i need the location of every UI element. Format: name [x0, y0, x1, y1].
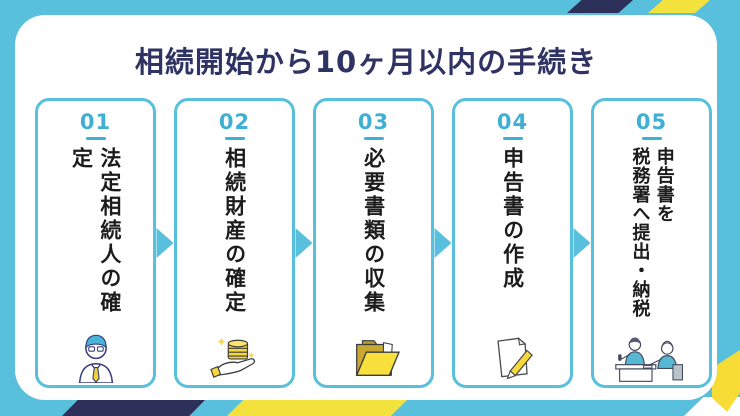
folder-icon [345, 331, 403, 385]
step-number-underline [502, 137, 523, 140]
step-number: 04 [496, 110, 529, 134]
step-number-underline [641, 137, 662, 140]
arrow-right-icon [573, 228, 591, 258]
step-number: 05 [635, 110, 668, 134]
arrow-right-icon [295, 228, 313, 258]
arrow-right-icon [434, 228, 452, 258]
step-number: 01 [79, 110, 112, 134]
step-card-4: 04 申告書の作成 [452, 98, 573, 388]
step-number: 03 [357, 110, 390, 134]
bottom-left-yellow-stripe [227, 400, 407, 416]
page-title: 相続開始から10ヶ月以内の手続き [134, 45, 598, 79]
main-panel: 相続開始から10ヶ月以内の手続き 01 法定相続人の確定 [15, 15, 717, 400]
document-pencil-icon [485, 331, 541, 385]
step-label: 必要書類の収集 [361, 147, 386, 315]
tax-office-counter-icon [612, 331, 692, 385]
step-number-underline [224, 137, 245, 140]
step-card-5: 05 申告書を 税務署へ提出・納税 [591, 98, 712, 388]
top-right-navy-stripe [567, 0, 633, 13]
step-card-2: 02 相続財産の確定 [174, 98, 295, 388]
bottom-left-navy-stripe [62, 400, 205, 416]
step-card-3: 03 必要書類の収集 [313, 98, 434, 388]
step-separator [156, 98, 174, 388]
step-label: 申告書の作成 [500, 147, 525, 291]
step-label: 法定相続人の確定 [69, 146, 122, 315]
step-number-underline [363, 137, 384, 140]
step-separator [434, 98, 452, 388]
step-label: 申告書を 税務署へ提出・納税 [629, 147, 675, 318]
steps-row: 01 法定相続人の確定 [35, 98, 713, 388]
step-label: 相続財産の確定 [222, 147, 247, 315]
coins-hand-icon [206, 331, 264, 385]
step-separator [295, 98, 313, 388]
businessman-icon [67, 331, 125, 385]
top-right-yellow-stripe [648, 0, 710, 13]
step-separator [573, 98, 591, 388]
step-number: 02 [218, 110, 251, 134]
step-card-1: 01 法定相続人の確定 [35, 98, 156, 388]
arrow-right-icon [156, 228, 174, 258]
step-number-underline [85, 137, 106, 140]
